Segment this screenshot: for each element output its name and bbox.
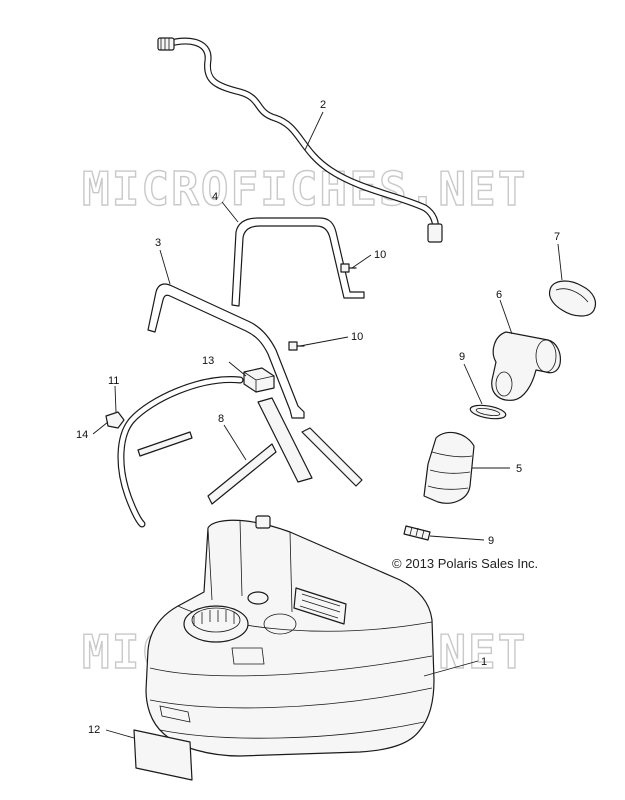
callout-6: 6: [496, 289, 502, 301]
copyright-text: © 2013 Polaris Sales Inc.: [392, 556, 538, 571]
strap-part-3: [147, 283, 305, 419]
callout-3: 3: [155, 237, 161, 249]
vent-hose-part-2: [157, 37, 443, 243]
callout-10-upper: 10: [374, 249, 386, 261]
filler-neck-part-6: [491, 331, 561, 401]
callout-9-upper: 9: [459, 351, 465, 363]
cap-part-7: [548, 280, 597, 317]
watermark-top: MICROFICHES.NET: [82, 162, 527, 216]
callout-10-lower: 10: [351, 331, 363, 343]
clamp-part-9-upper: [469, 404, 507, 420]
callout-8: 8: [218, 413, 224, 425]
foam-strips-part-8: [137, 397, 363, 505]
label-part-12: [133, 729, 193, 781]
fitting-part-14: [105, 411, 125, 429]
callout-12: 12: [88, 724, 100, 736]
callout-11: 11: [108, 375, 119, 387]
strap-part-4: [231, 217, 365, 307]
callout-14: 14: [76, 429, 88, 441]
fuel-tank-part-1: [145, 515, 435, 757]
callouts: 2 4 3 10 7 6 10 9 13 11 14 8 5 9 1 12: [76, 99, 560, 736]
tube-part-11: [117, 376, 244, 528]
callout-13: 13: [202, 355, 214, 367]
leader-lines: [92, 111, 563, 739]
clamp-part-9-lower: [403, 525, 431, 541]
callout-7: 7: [554, 231, 560, 243]
callout-5: 5: [516, 463, 522, 475]
callout-1: 1: [481, 656, 487, 668]
callout-9-lower: 9: [488, 535, 494, 547]
callout-2: 2: [320, 99, 326, 111]
bolt-part-10-upper: [340, 263, 357, 273]
hose-part-5: [423, 431, 475, 504]
pad-part-13: [243, 367, 275, 393]
callout-4: 4: [212, 191, 218, 203]
